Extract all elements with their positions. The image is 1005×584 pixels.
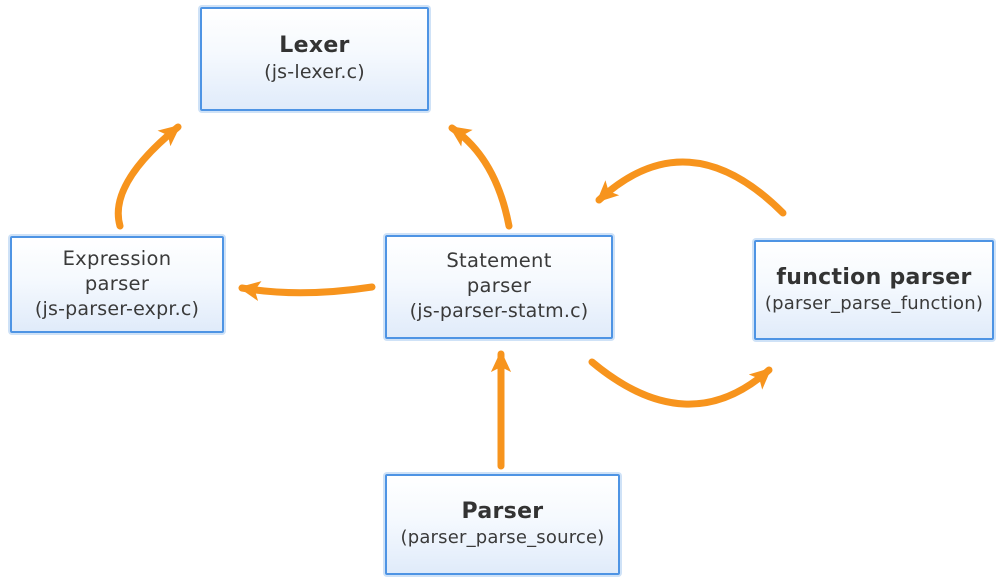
edge-expression-to-lexer — [114, 123, 182, 230]
node-function-parser-title: function parser — [776, 264, 972, 290]
node-lexer: Lexer (js-lexer.c) — [200, 7, 429, 111]
node-expression-parser-subtitle: (js-parser-expr.c) — [34, 297, 200, 320]
node-statement-parser-title-line1: Statement — [446, 249, 552, 273]
node-parser: Parser (parser_parse_source) — [385, 474, 620, 575]
edge-function-to-statement — [595, 158, 787, 217]
node-function-parser-subtitle: (parser_parse_function) — [764, 292, 984, 314]
node-function-parser: function parser (parser_parse_function) — [754, 240, 994, 340]
node-lexer-title: Lexer — [279, 33, 350, 59]
node-lexer-subtitle: (js-lexer.c) — [264, 61, 365, 84]
node-parser-subtitle: (parser_parse_source) — [400, 527, 605, 549]
node-statement-parser-title-line2: parser — [466, 274, 532, 298]
edge-statement-to-expression — [238, 281, 376, 302]
node-expression-parser: Expression parser (js-parser-expr.c) — [10, 236, 224, 333]
node-statement-parser-subtitle: (js-parser-statm.c) — [409, 300, 589, 323]
node-expression-parser-title-line2: parser — [84, 271, 150, 295]
edge-statement-to-lexer — [448, 124, 513, 230]
node-parser-title: Parser — [461, 499, 544, 525]
edge-statement-to-function — [588, 358, 773, 408]
node-statement-parser: Statement parser (js-parser-statm.c) — [385, 235, 613, 339]
node-expression-parser-title-line1: Expression — [62, 246, 172, 270]
